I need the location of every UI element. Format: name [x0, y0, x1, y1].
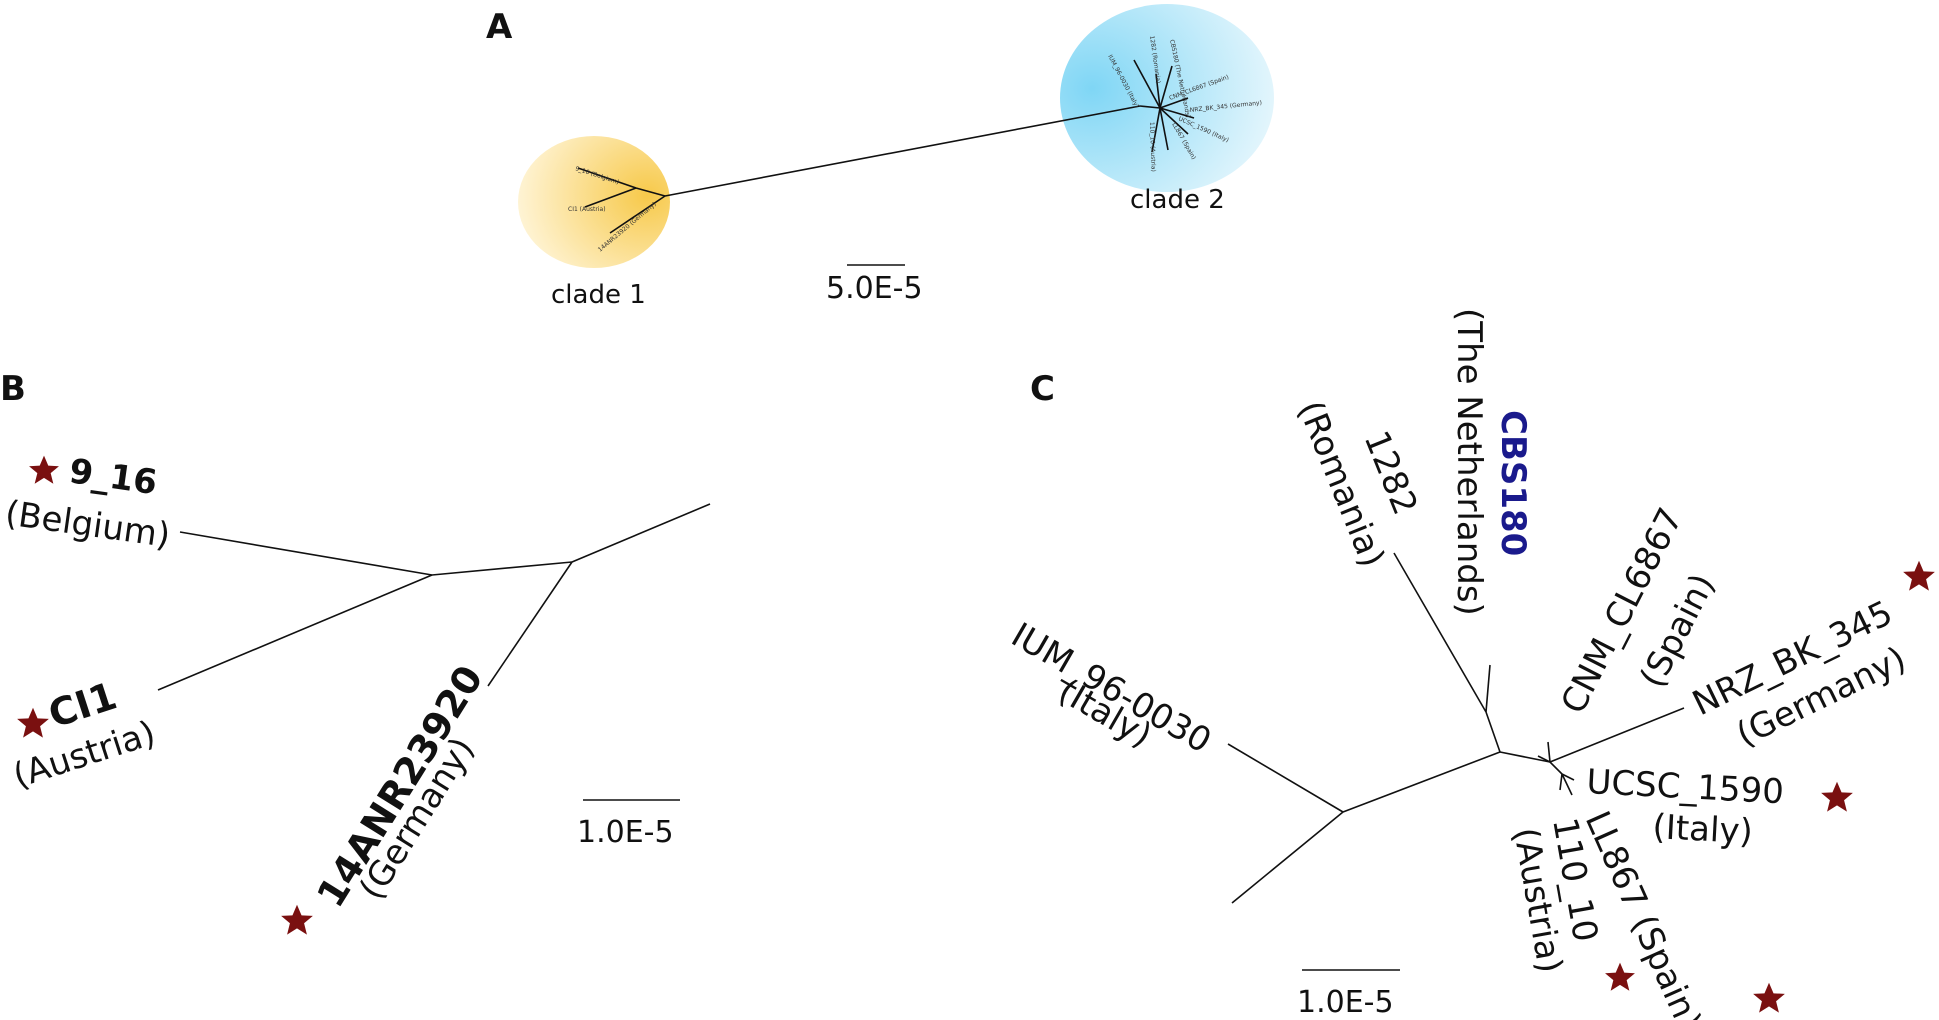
panel-c-letter: C [1030, 369, 1055, 409]
clade-2-highlight [1060, 4, 1274, 192]
panel-c: C IUM_96-0030 (Italy) 1282 (Romania) [1005, 308, 1935, 1020]
panel-b-tree [157, 503, 711, 691]
panel-b-scale-label: 1.0E-5 [577, 815, 674, 850]
leaf-cbs180: CBS180 (The Netherlands) [1449, 308, 1533, 616]
panel-a: A 9_16 (Belgium) CI1 (Austria) 14ANR2392… [486, 4, 1274, 310]
panel-b: B 9_16 (Belgium) CI1 (Austria) 14ANR2392… [0, 369, 711, 935]
panel-a-scale-label: 5.0E-5 [826, 271, 923, 306]
star-icon [1605, 962, 1635, 991]
clade-2-label: clade 2 [1130, 185, 1225, 215]
leaf-14anr23920: 14ANR23920 (Germany) [281, 658, 492, 935]
panel-a-letter: A [486, 7, 513, 47]
leaf-ucsc-country: (Italy) [1652, 807, 1754, 852]
leaf-9-16-name: 9_16 [67, 451, 160, 503]
leaf-cbs180-name: CBS180 [1493, 410, 1533, 556]
leaf-ci1: CI1 (Austria) [8, 674, 160, 797]
leaf-9-16: 9_16 (Belgium) [3, 451, 173, 556]
star-icon [29, 455, 59, 484]
leaf-nrz-bk-345: NRZ_BK_345 (Germany) [1686, 560, 1935, 755]
star-icon [281, 904, 313, 935]
clade-1-label: clade 1 [551, 280, 646, 310]
leaf-9-16-country: (Belgium) [3, 493, 173, 556]
panel-c-scale-label: 1.0E-5 [1297, 985, 1394, 1020]
leaf-110-10: 110_10 (Austria) [1505, 815, 1635, 991]
star-icon [17, 707, 49, 738]
leaf-ucsc-name: UCSC_1590 [1586, 762, 1785, 812]
mini-label-ci1: CI1 (Austria) [568, 206, 606, 213]
panel-c-tree [1227, 552, 1685, 904]
star-icon [1903, 560, 1935, 591]
star-icon [1821, 781, 1853, 812]
leaf-ium-96-0030: IUM_96-0030 (Italy) [1005, 615, 1218, 761]
mini-label-110-10: 110_10 (Austria) [1148, 122, 1157, 172]
panel-b-letter: B [0, 369, 26, 409]
star-icon [1753, 982, 1785, 1013]
clade-1-highlight [518, 136, 670, 268]
leaf-1282: 1282 (Romania) [1290, 395, 1426, 572]
leaf-cbs180-country: (The Netherlands) [1449, 308, 1489, 616]
